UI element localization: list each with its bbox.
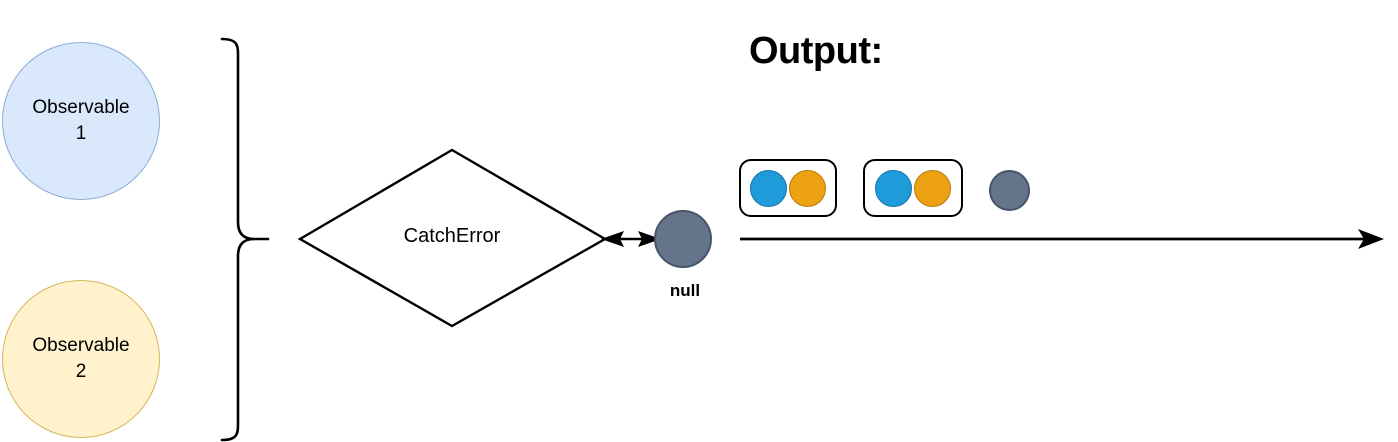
source-observable-2[interactable]: Observable 2 (2, 280, 160, 438)
timeline-arrowhead-icon (1358, 229, 1384, 249)
grouping-brace (220, 37, 255, 442)
arrowhead-left-icon (601, 231, 624, 247)
source-observable-1[interactable]: Observable 1 (2, 42, 160, 200)
null-fallback-marble[interactable] (654, 210, 712, 268)
emission-group-1-blue-marble[interactable] (750, 170, 787, 207)
null-fallback-label: null (669, 281, 701, 300)
observable-1-label-line1: Observable (32, 97, 130, 119)
observable-2-label-line1: Observable (32, 335, 130, 357)
catcherror-operator-label: CatchError (403, 225, 501, 247)
emission-group-2-blue-marble[interactable] (875, 170, 912, 207)
observable-1-label-line2: 1 (75, 123, 87, 144)
emission-slate-marble[interactable] (989, 170, 1030, 211)
emission-group-1-orange-marble[interactable] (789, 170, 826, 207)
output-title: Output: (749, 30, 883, 72)
observable-2-label-line2: 2 (75, 361, 87, 382)
emission-group-2-orange-marble[interactable] (914, 170, 951, 207)
